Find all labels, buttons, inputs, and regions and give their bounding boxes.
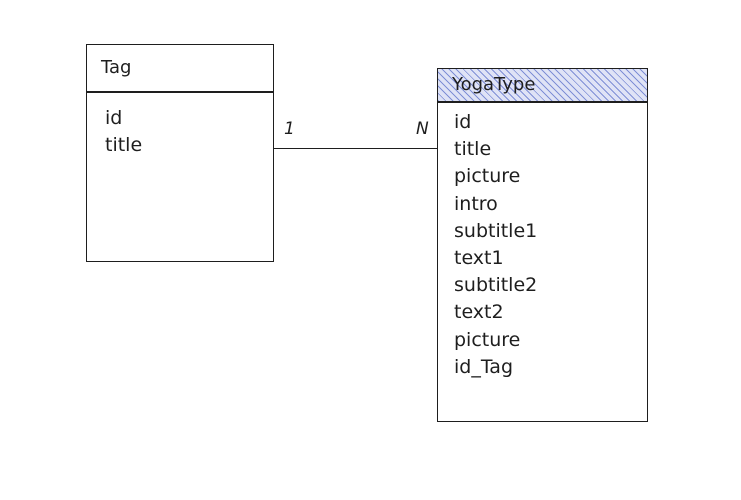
entity-tag-title: Tag — [101, 57, 132, 78]
field-tag-title: title — [105, 134, 143, 157]
field-yogatype-subtitle2: subtitle2 — [454, 274, 538, 297]
field-tag-id: id — [105, 107, 123, 129]
field-yogatype-text1: text1 — [454, 246, 504, 269]
entity-yogatype-header: YogaType — [437, 68, 648, 102]
entity-yogatype-title: YogaType — [452, 74, 536, 95]
field-yogatype-picture-2: picture — [454, 328, 521, 351]
cardinality-many-label: N — [416, 119, 429, 139]
entity-tag-body: id title — [86, 92, 274, 262]
field-yogatype-id: id — [454, 111, 472, 133]
entity-yogatype[interactable]: YogaType id title picture intro subtitle… — [437, 68, 648, 422]
field-yogatype-picture: picture — [454, 165, 521, 188]
entity-yogatype-fields: id title picture intro subtitle1 text1 s… — [454, 109, 537, 381]
entity-yogatype-body: id title picture intro subtitle1 text1 s… — [437, 102, 648, 422]
entity-tag[interactable]: Tag id title — [86, 44, 274, 262]
field-yogatype-subtitle1: subtitle1 — [454, 219, 538, 242]
entity-tag-fields: id title — [105, 105, 142, 159]
field-yogatype-intro: intro — [454, 192, 498, 215]
field-yogatype-title: title — [454, 138, 492, 161]
field-yogatype-id-tag: id_Tag — [454, 355, 514, 378]
cardinality-one-label: 1 — [284, 119, 295, 139]
entity-tag-header: Tag — [86, 44, 274, 92]
field-yogatype-text2: text2 — [454, 301, 504, 324]
relationship-line — [274, 148, 438, 149]
